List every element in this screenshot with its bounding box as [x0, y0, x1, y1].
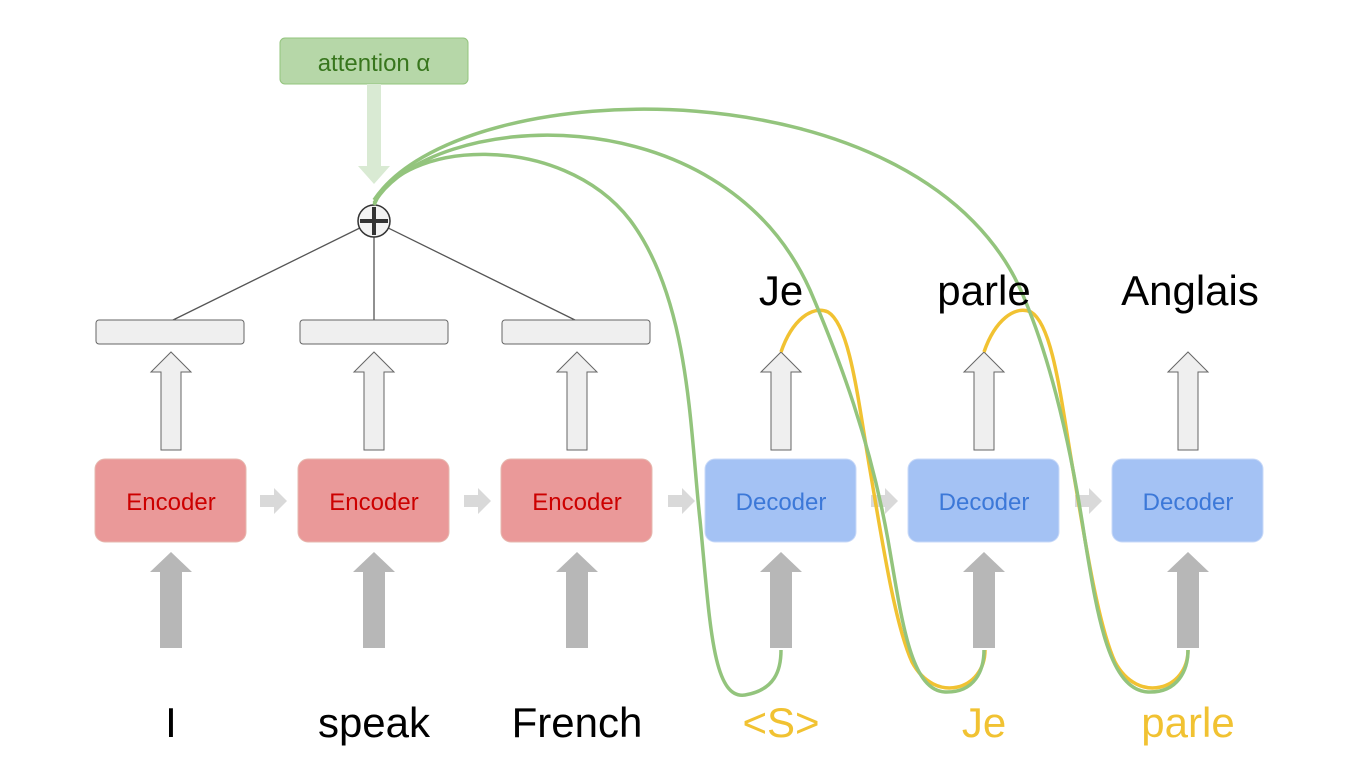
hidden-to-sum-line	[373, 220, 578, 322]
input-arrow	[760, 552, 802, 648]
input-arrow	[963, 552, 1005, 648]
input-arrow	[150, 552, 192, 648]
hidden-to-sum-line	[170, 220, 375, 322]
output-words: Je parle Anglais	[759, 267, 1259, 314]
state-arrows	[260, 488, 1102, 514]
encoder-block	[94, 458, 247, 543]
attention-curves	[372, 107, 1190, 697]
up-outline-arrow	[1166, 351, 1210, 451]
state-right-arrow	[260, 488, 287, 514]
attention-curve	[372, 107, 1190, 694]
attention-label: attention α	[318, 50, 431, 77]
decoder-label: Decoder	[736, 489, 827, 516]
decoder-label: Decoder	[1143, 489, 1234, 516]
up-outline-arrow	[149, 351, 193, 451]
encoder-input-word: I	[165, 699, 177, 746]
encoder-input-words: I speak French	[165, 699, 642, 746]
state-right-arrow	[1075, 488, 1102, 514]
encoder-block	[500, 458, 653, 543]
attention-curve	[372, 133, 986, 694]
decoder-block	[907, 458, 1060, 543]
decoder-block	[704, 458, 857, 543]
encoder-hidden-state	[501, 319, 651, 345]
decoder-block	[1111, 458, 1264, 543]
encoder-label: Encoder	[532, 489, 621, 516]
encoder-label: Encoder	[329, 489, 418, 516]
output-word: Anglais	[1121, 267, 1259, 314]
encoder-block	[297, 458, 450, 543]
input-arrow	[556, 552, 598, 648]
output-word: parle	[937, 267, 1030, 314]
attention-down-arrow	[358, 84, 390, 184]
encoder-hidden-state	[95, 319, 245, 345]
feedback-curve	[779, 308, 987, 690]
input-arrows	[150, 552, 1209, 648]
sum-icon	[357, 204, 391, 238]
up-outline-arrow	[352, 351, 396, 451]
input-arrow	[1167, 552, 1209, 648]
up-outline-arrow	[759, 351, 803, 451]
encoder-input-word: speak	[318, 699, 431, 746]
output-word: Je	[759, 267, 803, 314]
decoder-label: Decoder	[939, 489, 1030, 516]
encoder-hidden-state	[299, 319, 449, 345]
attention-curve	[372, 152, 783, 697]
decoder-input-words: <S> Je parle	[742, 699, 1234, 746]
decoder-blocks: Decoder Decoder Decoder	[704, 458, 1264, 543]
decoder-input-word: Je	[962, 699, 1006, 746]
state-right-arrow	[871, 488, 898, 514]
up-outline-arrow	[962, 351, 1006, 451]
input-arrow	[353, 552, 395, 648]
encoder-label: Encoder	[126, 489, 215, 516]
state-right-arrow	[464, 488, 491, 514]
decoder-input-word: parle	[1141, 699, 1234, 746]
encoder-blocks: Encoder Encoder Encoder	[94, 458, 653, 543]
encoder-input-word: French	[512, 699, 643, 746]
decoder-input-word: <S>	[742, 699, 819, 746]
state-right-arrow	[668, 488, 695, 514]
up-outline-arrows	[149, 351, 1210, 451]
up-outline-arrow	[555, 351, 599, 451]
